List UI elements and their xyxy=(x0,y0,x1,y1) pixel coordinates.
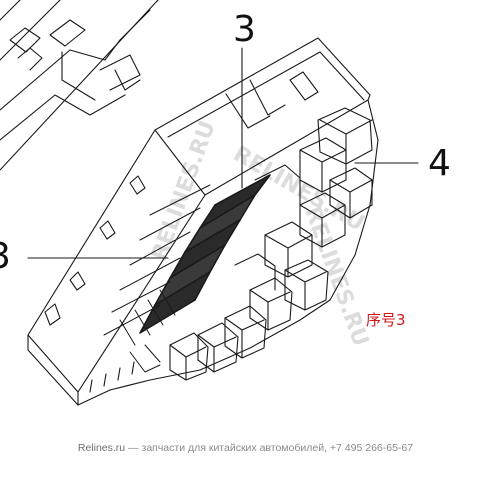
relay-blocks xyxy=(169,107,373,381)
callout-number-right: 4 xyxy=(428,143,451,184)
mounting-bracket xyxy=(0,0,159,171)
footer-text: запчасти для китайских автомобилей, +7 4… xyxy=(141,442,414,454)
fuse-strip xyxy=(103,174,271,373)
footer-site-link[interactable]: Relines.ru xyxy=(77,442,126,454)
relay-housing xyxy=(27,37,379,406)
callout-number-top: 3 xyxy=(233,9,256,50)
callout-number-left: 3 xyxy=(0,239,11,275)
footer: Relines.ru — запчасти для китайских авто… xyxy=(0,442,491,454)
part-sequence-label: 序号3 xyxy=(366,311,406,329)
leader-lines xyxy=(27,47,419,259)
footer-separator: — xyxy=(128,442,139,454)
